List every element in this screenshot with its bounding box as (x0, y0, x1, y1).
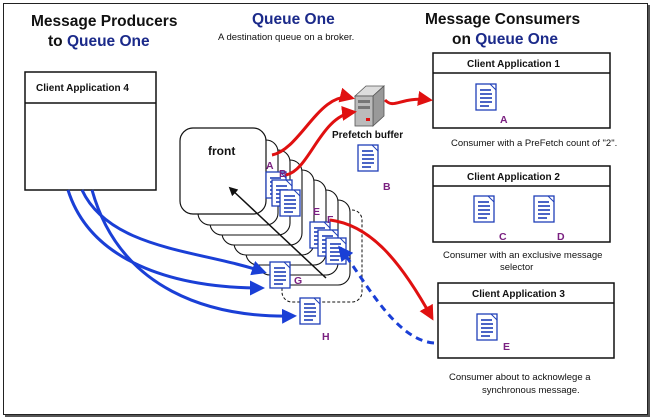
producers-title-prefix: to (48, 33, 67, 50)
client-app-1-label: Client Application 1 (467, 59, 560, 70)
queue-direction-arrow (228, 186, 327, 279)
message-B-queue-label: B (279, 168, 287, 180)
queue-slot-front (179, 127, 267, 215)
queue-subtitle: A destination queue on a broker. (218, 32, 354, 43)
client-1-doc-icon-A (475, 83, 497, 111)
client-app-2-caption-line2: selector (500, 262, 533, 273)
client-2-doc-icon-D (533, 195, 555, 223)
queue-doc-icon-3 (279, 189, 301, 217)
queue-title: Queue One (252, 11, 335, 28)
producer-arrow-F (80, 189, 267, 276)
client-app-2-box (432, 165, 611, 243)
queue-front-label: front (208, 144, 235, 158)
consumers-title-prefix: on (452, 31, 475, 48)
consumers-title-line2: on Queue One (452, 31, 558, 48)
client-app-1-box (432, 52, 611, 129)
client-app-4-label: Client Application 4 (36, 83, 129, 94)
prefetch-doc-icon-B (357, 144, 379, 172)
message-C-label: C (499, 231, 507, 243)
message-H-doc-icon (299, 297, 321, 325)
producers-title-line2: to Queue One (48, 33, 150, 50)
dispatch-arrow-B-to-broker (285, 105, 357, 177)
message-B-prefetch-label: B (383, 181, 391, 193)
prefetch-buffer-label: Prefetch buffer (332, 130, 403, 141)
producers-title-queue: Queue One (67, 33, 150, 50)
dispatch-arrow-E-to-client-3 (329, 218, 434, 321)
dispatch-arrow-to-client-1 (383, 90, 433, 106)
client-app-4-box (24, 71, 157, 191)
message-G-label: G (294, 275, 302, 287)
client-app-2-caption-line1: Consumer with an exclusive message (443, 250, 602, 261)
client-app-3-box (437, 282, 615, 359)
message-E-client-label: E (503, 341, 510, 353)
client-app-3-label: Client Application 3 (472, 289, 565, 300)
client-app-2-label: Client Application 2 (467, 172, 560, 183)
producer-arrow-G (66, 189, 265, 296)
consumers-title-queue: Queue One (475, 31, 558, 48)
client-app-1-caption: Consumer with a PreFetch count of "2". (451, 138, 617, 149)
queue-doc-icon-G (269, 261, 291, 289)
client-3-doc-icon-E (476, 313, 498, 341)
message-E-queue-label: E (313, 206, 320, 218)
broker-server-icon (353, 85, 386, 127)
client-app-3-caption-line1: Consumer about to acknowlege a (449, 372, 591, 383)
message-A-queue-label: A (266, 160, 274, 172)
acknowledge-arrow-client-3 (338, 245, 435, 345)
message-A-client-label: A (500, 114, 508, 126)
client-2-doc-icon-C (473, 195, 495, 223)
client-app-3-caption-line2: synchronous message. (482, 385, 580, 396)
producers-title-line1: Message Producers (31, 13, 177, 30)
producer-arrow-H (90, 189, 297, 324)
dispatch-arrow-A-to-broker (271, 87, 355, 157)
message-D-label: D (557, 231, 565, 243)
message-H-label: H (322, 331, 330, 343)
consumers-title-line1: Message Consumers (425, 11, 580, 28)
